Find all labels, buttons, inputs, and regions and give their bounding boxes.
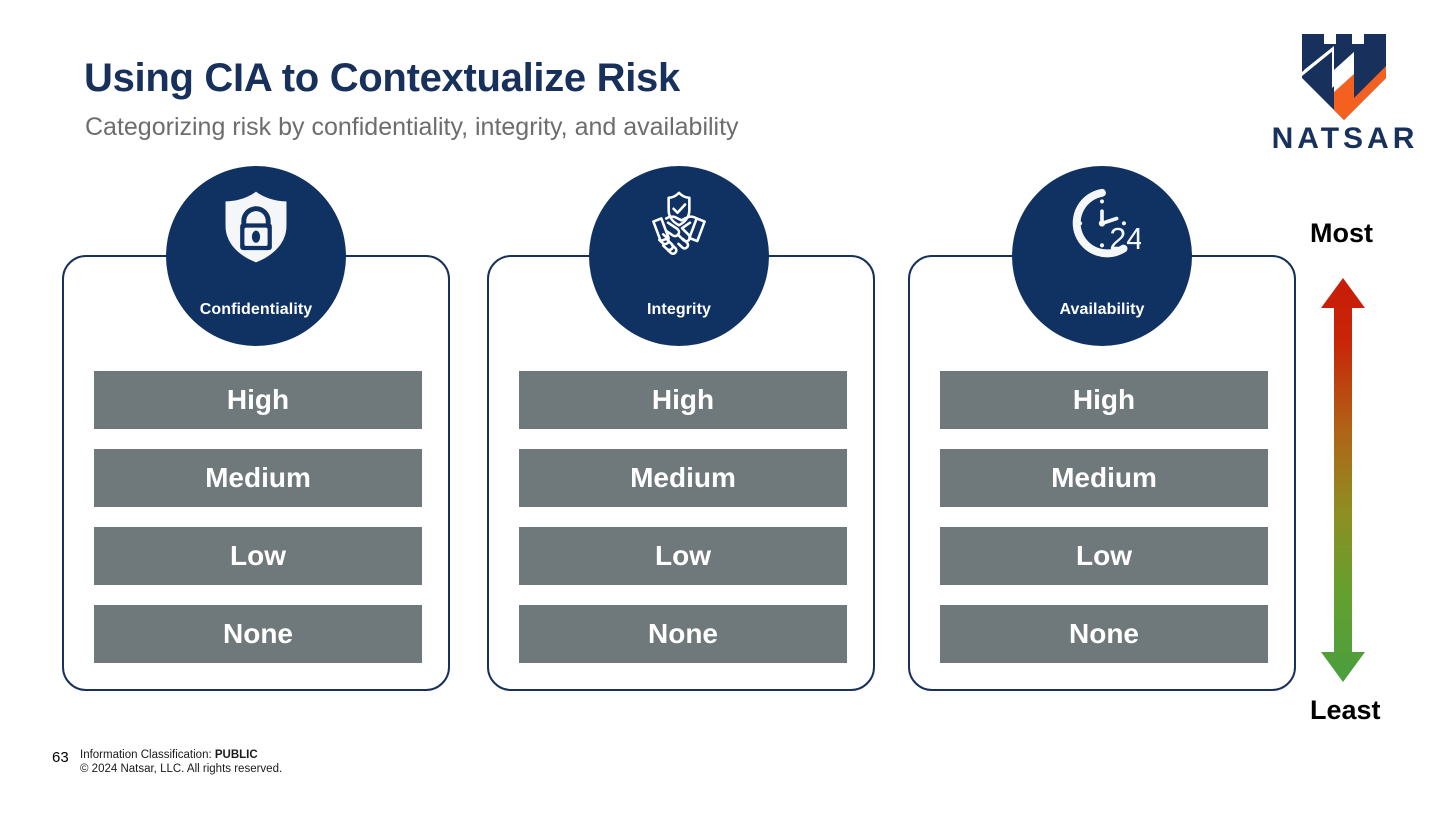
handshake-shield-check-icon (652, 191, 706, 255)
footer-copyright: © 2024 Natsar, LLC. All rights reserved. (80, 763, 283, 775)
level-bar-label: Low (1076, 540, 1132, 571)
clock-24-hour-icon: 24 (1072, 188, 1141, 258)
level-bar-label: Medium (1051, 462, 1157, 493)
level-bar-low[interactable]: Low (940, 527, 1268, 585)
level-bar-medium[interactable]: Medium (940, 449, 1268, 507)
natsar-shield-logo-icon (1302, 34, 1386, 120)
level-bar-label: Medium (630, 462, 736, 493)
pillar-badge-label: Confidentiality (199, 301, 313, 318)
pillar-badge-integrity: Integrity (589, 166, 769, 346)
level-bar-high[interactable]: High (519, 371, 847, 429)
scale-label-most: Most (1310, 218, 1373, 248)
pillar-badge-label: Integrity (646, 301, 712, 318)
level-stack-confidentiality: High Medium Low None (94, 371, 422, 663)
level-bar-label: Medium (205, 462, 311, 493)
pillar-badge-confidentiality: Confidentiality (166, 166, 346, 346)
level-bar-label: None (1069, 618, 1139, 649)
shield-lock-icon (225, 191, 287, 263)
level-bar-label: Low (230, 540, 286, 571)
scale-label-least: Least (1310, 695, 1381, 725)
level-bar-label: High (651, 384, 715, 415)
page-number: 63 (52, 749, 69, 766)
level-bar-label: High (1072, 384, 1136, 415)
pillar-badge-availability: 24 Availability (1012, 166, 1192, 346)
level-bar-low[interactable]: Low (94, 527, 422, 585)
footer-classification-prefix: Information Classification: (80, 749, 215, 761)
svg-text:24: 24 (1109, 222, 1141, 256)
footer-classification: Information Classification: PUBLIC (80, 749, 258, 761)
double-headed-vertical-arrow-icon (1321, 278, 1365, 682)
level-bar-label: None (648, 618, 718, 649)
brand-logo: NATSAR (1258, 30, 1432, 158)
level-stack-availability: High Medium Low None (940, 371, 1268, 663)
footer-classification-value: PUBLIC (214, 749, 258, 761)
level-bar-medium[interactable]: Medium (519, 449, 847, 507)
pillar-badge-label: Availability (1059, 301, 1145, 318)
level-bar-label: None (223, 618, 293, 649)
page-title: Using CIA to Contextualize Risk (84, 56, 680, 100)
level-bar-medium[interactable]: Medium (94, 449, 422, 507)
level-bar-low[interactable]: Low (519, 527, 847, 585)
level-bar-label: Low (655, 540, 711, 571)
brand-wordmark: NATSAR (1271, 122, 1419, 155)
level-bar-label: High (226, 384, 290, 415)
level-bar-high[interactable]: High (940, 371, 1268, 429)
level-bar-none[interactable]: None (519, 605, 847, 663)
level-bar-none[interactable]: None (94, 605, 422, 663)
level-bar-none[interactable]: None (940, 605, 1268, 663)
pillar-card-availability: High Medium Low None (908, 255, 1296, 691)
level-bar-high[interactable]: High (94, 371, 422, 429)
level-stack-integrity: High Medium Low None (519, 371, 847, 663)
page-subtitle: Categorizing risk by confidentiality, in… (85, 113, 739, 141)
